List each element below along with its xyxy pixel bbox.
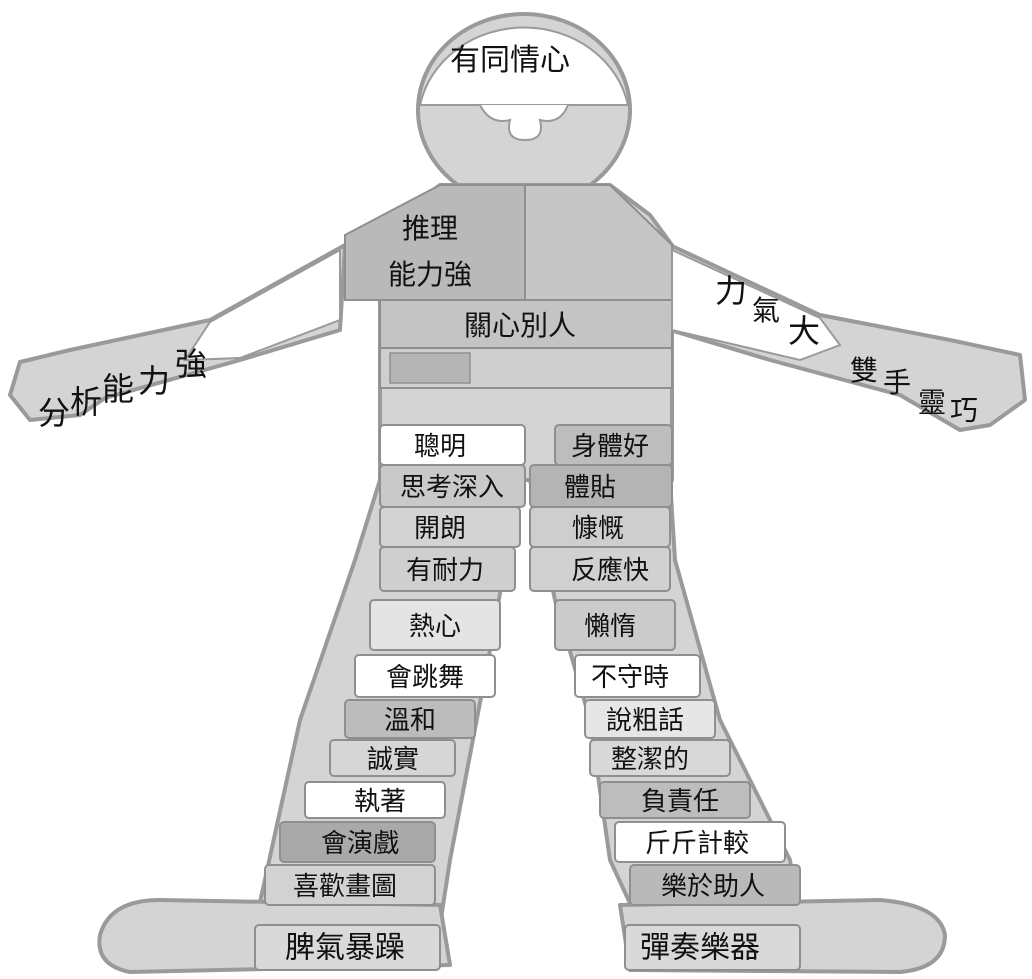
head-label: 有同情心	[450, 43, 570, 78]
right-piece-label-12: 彈奏樂器	[640, 931, 760, 966]
right-piece-label-4: 反應快	[571, 556, 649, 586]
left-arm-char-5: 強	[175, 345, 207, 383]
filler-small-piece	[390, 353, 470, 383]
left-piece-label-9: 執著	[354, 787, 406, 817]
left-piece-label-3: 開朗	[414, 514, 466, 544]
left-piece-label-12: 脾氣暴躁	[285, 931, 405, 966]
left-piece-label-6: 會跳舞	[386, 663, 464, 693]
right-piece-label-2: 體貼	[564, 473, 616, 503]
left-piece-label-7: 溫和	[384, 706, 436, 736]
right-arm-char-5: 手	[883, 366, 911, 399]
right-piece-label-7: 說粗話	[606, 706, 684, 736]
left-arm-char-1: 分	[38, 394, 70, 432]
right-piece-label-5: 懶惰	[584, 612, 636, 642]
right-piece-label-9: 負責任	[641, 787, 719, 817]
left-piece-label-8: 誠實	[367, 745, 419, 775]
right-piece-label-11: 樂於助人	[661, 872, 765, 902]
right-piece-label-3: 慷慨	[572, 514, 624, 544]
right-arm-char-7: 巧	[950, 394, 978, 427]
right-arm-char-3: 大	[788, 312, 820, 350]
upper-right-piece	[525, 185, 672, 300]
right-arm-char-1: 力	[715, 272, 747, 310]
left-piece-label-5: 熱心	[409, 612, 461, 642]
right-piece-label-1: 身體好	[571, 432, 649, 462]
reasoning-label-2: 能力強	[388, 258, 472, 291]
right-piece-label-10: 斤斤計較	[645, 829, 749, 859]
right-arm-char-6: 靈	[918, 386, 946, 419]
left-piece-label-4: 有耐力	[406, 556, 484, 586]
right-arm-char-4: 雙	[850, 354, 878, 387]
reasoning-label-1: 推理	[402, 212, 458, 245]
left-arm-char-3: 能	[102, 370, 134, 408]
left-piece-label-11: 喜歡畫圖	[293, 872, 397, 902]
left-arm-char-2: 析	[70, 383, 102, 421]
right-piece-label-6: 不守時	[591, 663, 669, 693]
right-piece-label-8: 整潔的	[611, 745, 689, 775]
left-arm-char-4: 力	[138, 362, 170, 400]
left-piece-label-2: 思考深入	[400, 473, 504, 503]
right-arm-char-2: 氣	[752, 294, 780, 327]
care-label: 關心別人	[464, 309, 576, 342]
left-piece-label-10: 會演戲	[321, 829, 399, 859]
left-arm-white-piece	[185, 250, 340, 360]
left-piece-label-1: 聰明	[414, 432, 466, 462]
